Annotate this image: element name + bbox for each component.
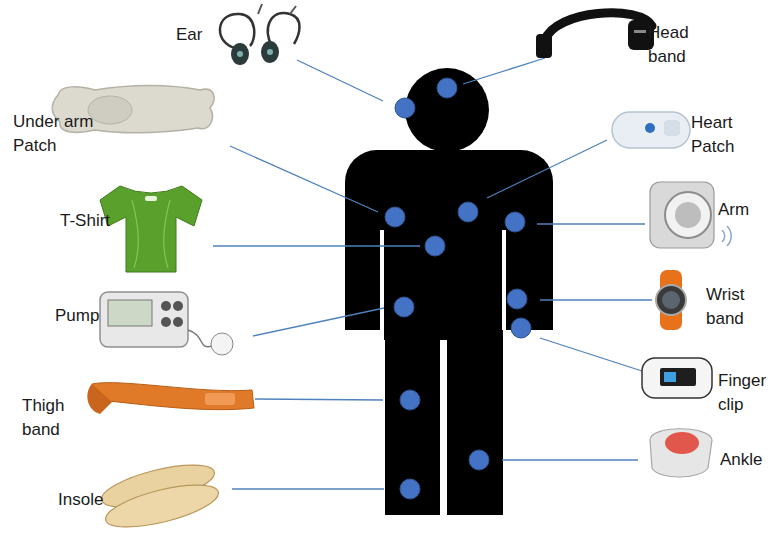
pump-screen — [108, 300, 152, 326]
ankle-sensor-shape — [665, 432, 699, 454]
ankle-band-shape — [650, 429, 712, 477]
right-arm-shape — [506, 190, 553, 330]
sensor-dot — [385, 207, 405, 227]
monitor-shape — [650, 182, 714, 248]
wristband-icon — [656, 270, 686, 330]
pump-button — [173, 317, 183, 327]
sensor-dot — [458, 202, 478, 222]
earbud-tip — [237, 51, 243, 57]
headband-pad — [536, 34, 552, 58]
earbud-wire — [220, 14, 254, 48]
tshirt-shape — [100, 186, 202, 272]
human-silhouette — [345, 68, 553, 515]
strap-shape — [660, 270, 682, 330]
patch-shape — [612, 112, 690, 148]
band-shape — [92, 383, 254, 410]
thigh-band-icon — [87, 383, 254, 414]
leader-line — [253, 308, 384, 336]
monitor-cuff — [665, 192, 711, 238]
device-label: Insole — [58, 488, 118, 512]
watch-face — [662, 291, 680, 309]
earbud-wire — [268, 13, 300, 46]
headband-detail — [634, 30, 646, 33]
sensor-dot — [511, 318, 531, 338]
pump-infusion-set — [211, 333, 233, 355]
device-label: Finger clip — [718, 369, 772, 417]
sensor-dot — [400, 479, 420, 499]
leader-line — [540, 338, 645, 372]
leader-line — [255, 399, 383, 400]
earbud-wire — [258, 4, 296, 14]
insole-icon — [98, 456, 222, 533]
leader-line — [297, 60, 383, 101]
leader-line — [463, 58, 545, 84]
leader-line — [230, 146, 378, 212]
sensor-dot — [425, 236, 445, 256]
band-fold — [87, 384, 112, 414]
device-label: Heart Patch — [691, 111, 746, 159]
tshirt-icon — [100, 186, 202, 272]
earbuds-icon — [220, 4, 300, 65]
device-label: Pump — [55, 304, 115, 328]
right-leg-shape — [447, 330, 503, 515]
leader-line — [540, 299, 652, 300]
sensor-dot — [394, 297, 414, 317]
tshirt-detail — [145, 196, 157, 201]
pulse-oximeter-icon — [642, 358, 712, 398]
sensor-dot — [437, 78, 457, 98]
device-label: Ankle — [720, 448, 772, 472]
heart-patch-icon — [612, 112, 690, 148]
pump-shape — [100, 292, 188, 347]
insulin-pump-icon — [100, 292, 233, 355]
device-label: Wrist band — [706, 283, 761, 331]
device-label: Thigh band — [22, 394, 82, 442]
head-shape — [405, 68, 489, 152]
pump-button — [173, 301, 183, 311]
clip-screen — [660, 368, 696, 386]
leader-line — [213, 245, 420, 246]
pump-button — [161, 317, 171, 327]
pump-button — [161, 301, 171, 311]
earbud-tip — [267, 49, 273, 55]
torso-shape — [384, 190, 502, 340]
leader-line — [502, 459, 638, 460]
insole-shape — [102, 476, 222, 533]
band-detail — [205, 393, 235, 405]
sensor-dot — [505, 212, 525, 232]
leader-lines — [213, 58, 652, 489]
tshirt-seam — [132, 200, 170, 268]
device-label: Under arm Patch — [13, 110, 113, 158]
device-label: T-Shirt — [60, 209, 140, 233]
leader-line — [537, 223, 645, 224]
clip-screen — [664, 372, 676, 382]
leader-line — [232, 488, 384, 489]
earbud-shape — [261, 41, 279, 63]
clip-shape — [642, 358, 712, 398]
headband-icon — [536, 13, 654, 58]
patch-detail — [664, 120, 680, 136]
device-label: Arm — [718, 198, 768, 222]
watch-face — [656, 285, 686, 315]
earbud-shape — [231, 43, 249, 65]
left-leg-shape — [385, 330, 440, 515]
sensor-dot — [400, 390, 420, 410]
device-label: Ear — [176, 23, 226, 47]
wireless-symbol — [722, 226, 731, 246]
monitor-cuff — [675, 202, 701, 228]
patch-detail — [645, 123, 655, 133]
sensor-dot — [507, 289, 527, 309]
patch-detail — [88, 96, 132, 124]
pump-tube — [188, 330, 212, 347]
device-label: Head band — [648, 21, 696, 69]
sensor-dots — [385, 78, 531, 499]
ankle-sensor-icon — [650, 429, 712, 477]
sensor-dot — [395, 98, 415, 118]
leader-line — [487, 140, 607, 198]
sensor-dot — [469, 450, 489, 470]
